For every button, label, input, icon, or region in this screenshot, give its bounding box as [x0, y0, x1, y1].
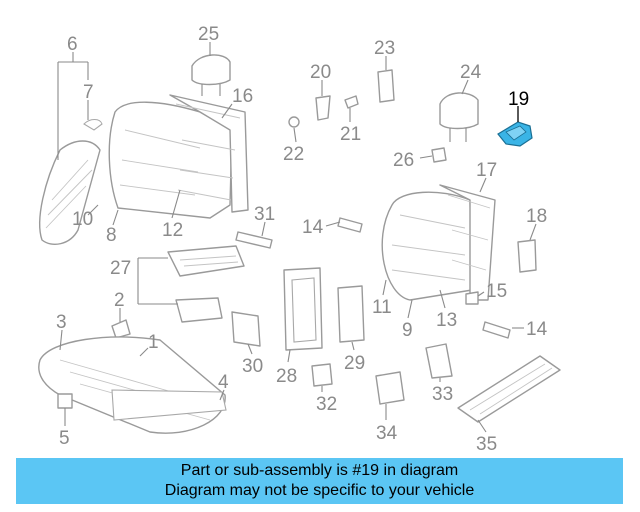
- callout-10: 10: [72, 209, 93, 230]
- callout-29: 29: [344, 353, 365, 374]
- callout-18: 18: [526, 206, 547, 227]
- callout-12: 12: [162, 220, 183, 241]
- callout-23: 23: [374, 38, 395, 59]
- part-seat-cushion: [38, 336, 227, 434]
- part-guide-26: [431, 147, 447, 163]
- callout-24: 24: [460, 62, 482, 83]
- callout-27: 27: [110, 258, 131, 279]
- callout-6: 6: [67, 34, 78, 55]
- part-clip-22: [288, 116, 300, 128]
- part-bracket-33: [425, 343, 453, 379]
- callout-34: 34: [376, 423, 398, 444]
- part-seat-back-right: [381, 184, 496, 301]
- callout-5: 5: [59, 428, 70, 449]
- part-small-bracket-20: [315, 95, 331, 121]
- callout-2: 2: [114, 290, 125, 311]
- callout-16: 16: [232, 86, 253, 107]
- part-panel-30: [231, 311, 261, 347]
- part-bolt-21: [344, 95, 359, 109]
- part-bracket-34: [375, 371, 405, 405]
- part-pad-35: [457, 355, 561, 423]
- part-clip-2: [111, 319, 131, 339]
- part-headrest-right: [439, 92, 479, 142]
- callout-35: 35: [476, 434, 497, 455]
- callout-28: 28: [276, 366, 297, 387]
- part-cover-23: [377, 69, 395, 103]
- part-strip-31: [235, 231, 273, 249]
- callout-1: 1: [148, 332, 159, 353]
- part-bolt-14-lower: [482, 321, 511, 339]
- callout-25: 25: [198, 24, 219, 45]
- part-headrest-left: [191, 54, 231, 96]
- callout-19: 19: [508, 89, 529, 110]
- callout-9: 9: [402, 320, 413, 341]
- part-bracket-32: [311, 363, 333, 387]
- banner-line-disclaimer: Diagram may not be specific to your vehi…: [164, 482, 475, 499]
- callout-21: 21: [340, 124, 361, 145]
- callout-14-upper: 14: [302, 217, 324, 238]
- part-seat-back-left: [108, 94, 249, 219]
- parts-diagram: 1 2 3 4 5 6 7 8 9 10 11 12 13 14 14 15 1…: [38, 24, 561, 455]
- callout-32: 32: [316, 394, 337, 415]
- callout-labels: 1 2 3 4 5 6 7 8 9 10 11 12 13 14 14 15 1…: [56, 24, 548, 455]
- callout-13: 13: [436, 310, 457, 331]
- callout-30: 30: [242, 356, 263, 377]
- banner-line-part: Part or sub-assembly is #19 in diagram: [180, 462, 459, 479]
- part-bracket-18: [517, 239, 537, 273]
- part-side-trim: [39, 118, 103, 246]
- part-clip-15: [465, 291, 479, 305]
- part-frame-29: [337, 285, 365, 343]
- callout-26: 26: [393, 150, 414, 171]
- part-19-highlighted[interactable]: [497, 121, 533, 147]
- callout-4: 4: [218, 372, 229, 393]
- callout-22: 22: [283, 144, 304, 165]
- callout-8: 8: [106, 225, 117, 246]
- callout-3: 3: [56, 312, 67, 333]
- callout-14-lower: 14: [526, 319, 548, 340]
- callout-11: 11: [372, 297, 392, 318]
- info-banner: Part or sub-assembly is #19 in diagram D…: [16, 458, 623, 504]
- callout-33: 33: [432, 384, 453, 405]
- part-armrest-27: [167, 245, 245, 323]
- part-frame-28: [283, 267, 323, 351]
- callout-7: 7: [83, 82, 94, 103]
- callout-20: 20: [310, 62, 331, 83]
- part-clip-5: [57, 393, 73, 409]
- callout-15: 15: [486, 281, 507, 302]
- callout-17: 17: [476, 160, 497, 181]
- part-bolt-14-upper: [337, 217, 363, 233]
- callout-31: 31: [254, 204, 275, 225]
